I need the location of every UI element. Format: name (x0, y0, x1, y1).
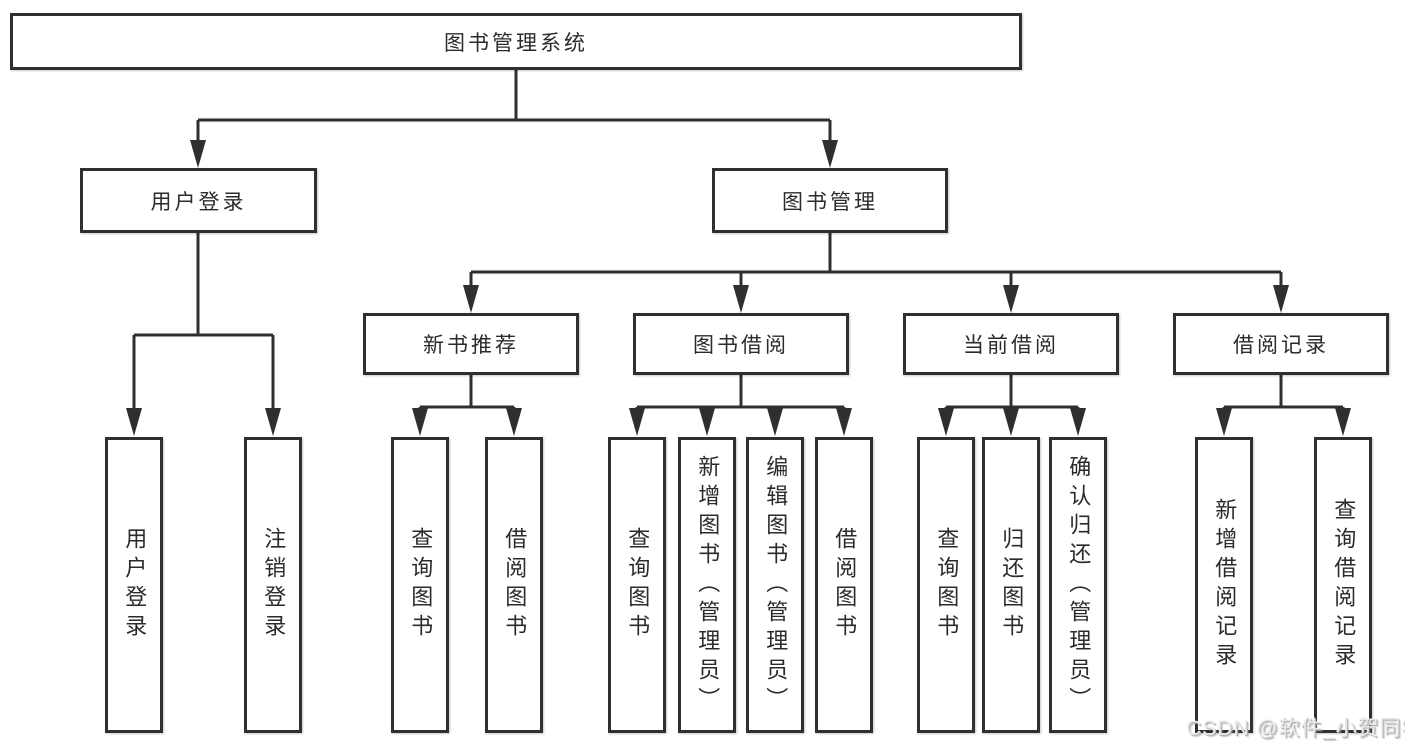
edge-userlogin-to-leaves (132, 233, 275, 409)
arrow-down-icon (733, 285, 749, 313)
leaf-confirm-return-admin: 确认归还（管理员） (1049, 437, 1107, 733)
leaf-label: 借阅图书 (502, 527, 528, 643)
arrow-down-icon (699, 408, 715, 436)
leaf-label: 归还图书 (999, 527, 1025, 643)
leaf-label: 查询图书 (625, 527, 651, 643)
arrow-down-icon (1003, 408, 1019, 436)
edge-current-to-leaves (944, 375, 1080, 409)
node-book-borrow: 图书借阅 (633, 313, 849, 375)
arrow-down-icon (1216, 408, 1232, 436)
node-label: 借阅记录 (1233, 334, 1329, 357)
leaf-edit-book-admin: 编辑图书（管理员） (746, 437, 804, 733)
arrowheads (126, 140, 1351, 436)
leaf-query-books: 查询图书 (917, 437, 975, 733)
leaf-user-login: 用户登录 (105, 437, 163, 733)
leaf-label: 查询图书 (934, 527, 960, 643)
node-label: 图书管理系统 (444, 31, 588, 55)
leaf-borrow-books: 借阅图书 (815, 437, 873, 733)
arrow-down-icon (1003, 285, 1019, 313)
leaf-query-books: 查询图书 (608, 437, 666, 733)
arrow-down-icon (767, 408, 783, 436)
node-library-system: 图书管理系统 (10, 13, 1022, 70)
arrow-down-icon (1070, 408, 1086, 436)
arrow-down-icon (190, 140, 206, 168)
edge-root-to-level2 (196, 70, 832, 141)
leaf-label: 新增借阅记录 (1212, 498, 1238, 672)
node-label: 新书推荐 (423, 334, 519, 357)
leaf-query-borrow-record: 查询借阅记录 (1314, 437, 1372, 733)
leaf-add-book-admin: 新增图书（管理员） (678, 437, 736, 733)
leaf-label: 新增图书（管理员） (695, 454, 721, 716)
arrow-down-icon (463, 285, 479, 313)
leaf-label: 查询借阅记录 (1331, 498, 1357, 672)
leaf-label: 借阅图书 (832, 527, 858, 643)
arrow-down-icon (629, 408, 645, 436)
csdn-watermark: CSDN @软件_小贺同学 (1186, 717, 1405, 740)
arrow-down-icon (1273, 285, 1289, 313)
node-book-management: 图书管理 (712, 168, 948, 233)
arrow-down-icon (506, 408, 522, 436)
arrow-down-icon (836, 408, 852, 436)
leaf-return-book: 归还图书 (982, 437, 1040, 733)
leaf-borrow-books: 借阅图书 (485, 437, 543, 733)
node-user-login: 用户登录 (80, 168, 317, 233)
arrow-down-icon (265, 408, 281, 436)
arrow-down-icon (412, 408, 428, 436)
leaf-logout: 注销登录 (244, 437, 302, 733)
leaf-label: 确认归还（管理员） (1066, 454, 1092, 716)
leaf-label: 编辑图书（管理员） (763, 454, 789, 716)
node-label: 用户登录 (150, 190, 247, 214)
edge-bookmgmt-to-level3 (469, 233, 1283, 286)
node-label: 图书管理 (782, 190, 878, 214)
edge-newbook-to-leaves (418, 375, 516, 409)
node-label: 当前借阅 (963, 334, 1059, 357)
node-borrow-records: 借阅记录 (1173, 313, 1389, 375)
edge-borrow-to-leaves (635, 375, 846, 409)
node-new-book-recommend: 新书推荐 (363, 313, 579, 375)
node-label: 图书借阅 (693, 334, 789, 357)
leaf-query-books: 查询图书 (391, 437, 449, 733)
node-current-borrow: 当前借阅 (903, 313, 1119, 375)
leaf-label: 用户登录 (122, 527, 148, 643)
leaf-label: 查询图书 (408, 527, 434, 643)
tree-edges (132, 70, 1345, 409)
edge-records-to-leaves (1222, 375, 1345, 409)
arrow-down-icon (1335, 408, 1351, 436)
leaf-label: 注销登录 (261, 527, 287, 643)
arrow-down-icon (822, 140, 838, 168)
arrow-down-icon (938, 408, 954, 436)
arrow-down-icon (126, 408, 142, 436)
leaf-add-borrow-record: 新增借阅记录 (1195, 437, 1253, 733)
